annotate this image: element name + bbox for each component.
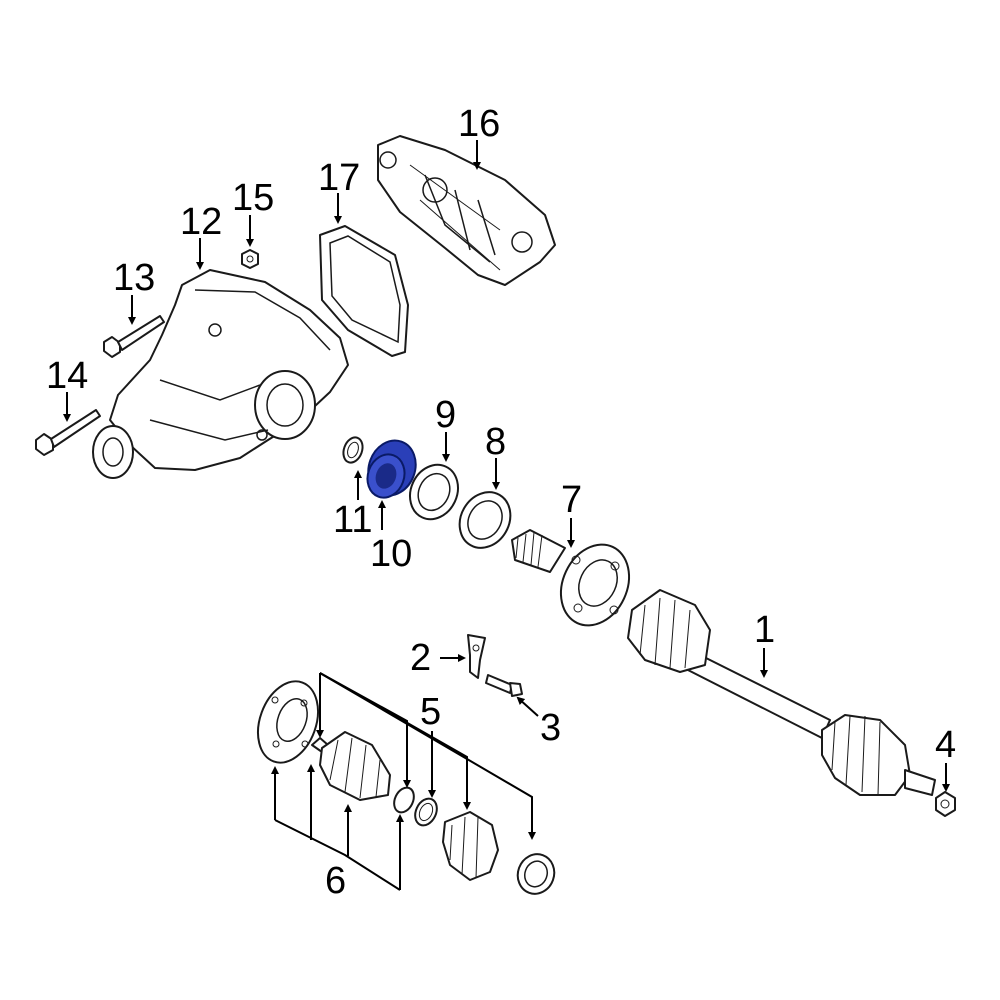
callout-9: 9 [435, 394, 456, 436]
leader-lines [63, 140, 950, 891]
part-11-o-ring[interactable] [340, 435, 366, 466]
part-14-bolt[interactable] [35, 409, 101, 456]
callout-10: 10 [370, 533, 412, 575]
part-6-boot-kit[interactable] [247, 673, 559, 899]
callout-11: 11 [333, 499, 372, 541]
callout-3: 3 [540, 707, 561, 749]
callout-5: 5 [420, 691, 441, 733]
callout-14: 14 [46, 355, 88, 397]
callout-labels: 16 17 15 12 13 14 9 8 7 11 10 1 2 5 3 4 … [46, 103, 956, 902]
callout-13: 13 [113, 257, 155, 299]
part-10-seal-highlighted[interactable] [361, 434, 423, 503]
callout-12: 12 [180, 201, 222, 243]
part-13-bolt[interactable] [103, 315, 165, 358]
callout-7: 7 [561, 479, 582, 521]
callout-6: 6 [325, 860, 346, 902]
part-12-differential-housing[interactable] [92, 269, 349, 479]
callout-17: 17 [318, 157, 360, 199]
part-2-lock-plate[interactable] [467, 634, 486, 679]
part-17-cover-gasket[interactable] [319, 225, 409, 357]
part-1-axle-shaft[interactable] [627, 589, 936, 796]
part-4-axle-nut[interactable] [935, 791, 956, 817]
callout-8: 8 [485, 421, 506, 463]
part-16-diff-cover[interactable] [377, 135, 556, 286]
part-9-shim[interactable] [401, 457, 466, 527]
callout-4: 4 [935, 724, 956, 766]
callout-2: 2 [410, 637, 431, 679]
part-7-output-flange[interactable] [511, 529, 642, 637]
part-15-nut[interactable] [241, 249, 259, 269]
part-3-bolt[interactable] [485, 674, 523, 697]
callout-15: 15 [232, 177, 274, 219]
callout-16: 16 [458, 103, 500, 145]
callout-1: 1 [754, 609, 775, 651]
part-8-spacer-ring[interactable] [450, 483, 521, 557]
